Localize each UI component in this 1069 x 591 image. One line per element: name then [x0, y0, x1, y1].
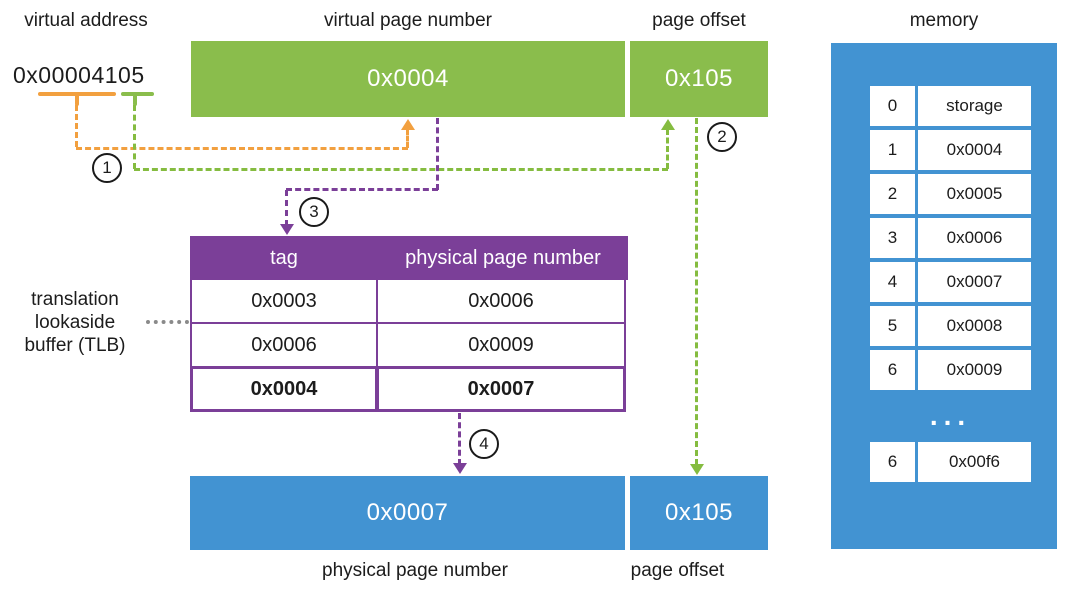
step-1-number: 1 — [102, 158, 112, 177]
page-offset-bottom-label: page offset — [630, 560, 725, 581]
arrow-down-icon — [453, 463, 467, 474]
memory-index-cell: 5 — [870, 306, 915, 346]
virtual-address-value: 0x00004105 — [13, 62, 145, 88]
tlb-tag-cell: 0x0006 — [190, 322, 378, 368]
memory-row: 4 0x0007 — [870, 262, 1031, 302]
memory-row: 2 0x0005 — [870, 174, 1031, 214]
memory-label: memory — [909, 10, 979, 31]
memory-index-cell: 1 — [870, 130, 915, 170]
tlb-header-ppn: physical page number — [405, 246, 601, 269]
memory-row: 5 0x0008 — [870, 306, 1031, 346]
tlb-row: 0x0006 0x0009 — [190, 322, 628, 368]
tlb-header-row: tag physical page number — [190, 236, 628, 280]
tlb-ppn-cell: 0x0007 — [376, 366, 626, 412]
page-offset-field-bottom: 0x105 — [630, 476, 768, 550]
purple-dashed-line — [458, 413, 461, 465]
memory-value-cell: 0x0004 — [918, 130, 1031, 170]
memory-index-cell: 6 — [870, 350, 915, 390]
orange-dashed-line — [75, 105, 78, 147]
physical-page-number-field: 0x0007 — [190, 476, 625, 550]
purple-dashed-line — [286, 188, 438, 191]
step-2-badge: 2 — [707, 122, 737, 152]
tlb-side-label: translation lookaside buffer (TLB) — [5, 288, 145, 357]
arrow-up-icon — [401, 119, 415, 130]
memory-row: 1 0x0004 — [870, 130, 1031, 170]
physical-page-number-label: physical page number — [322, 560, 508, 581]
page-offset-top-label: page offset — [652, 10, 746, 31]
memory-ellipsis: ... — [929, 400, 972, 431]
purple-dashed-line — [436, 118, 439, 190]
step-1-badge: 1 — [92, 153, 122, 183]
memory-value-cell: storage — [918, 86, 1031, 126]
memory-value-cell: 0x0005 — [918, 174, 1031, 214]
offset-underline — [121, 92, 154, 96]
tlb-table: tag physical page number 0x0003 0x0006 0… — [190, 236, 628, 412]
memory-row: 6 0x0009 — [870, 350, 1031, 390]
arrow-up-icon — [661, 119, 675, 130]
memory-value-cell: 0x00f6 — [918, 442, 1031, 482]
memory-value-cell: 0x0009 — [918, 350, 1031, 390]
virtual-page-number-value: 0x0004 — [367, 65, 449, 92]
memory-index-cell: 2 — [870, 174, 915, 214]
memory-rows: 0 storage 1 0x0004 2 0x0005 3 0x0006 4 0… — [870, 86, 1031, 486]
memory-index-cell: 4 — [870, 262, 915, 302]
memory-index-cell: 6 — [870, 442, 915, 482]
green-dashed-line — [133, 105, 136, 169]
dotted-connector-line — [146, 320, 189, 324]
page-offset-value-bottom: 0x105 — [665, 499, 733, 526]
orange-dashed-line — [406, 129, 409, 148]
offset-underline-tick — [133, 94, 137, 106]
tlb-row-matched: 0x0004 0x0007 — [190, 366, 628, 412]
green-dashed-line — [134, 168, 668, 171]
step-3-badge: 3 — [299, 197, 329, 227]
tlb-tag-cell: 0x0003 — [190, 278, 378, 324]
vpn-underline-tick — [75, 94, 79, 106]
memory-index-cell: 3 — [870, 218, 915, 258]
step-4-badge: 4 — [469, 429, 499, 459]
arrow-down-icon — [690, 464, 704, 475]
tlb-tag-cell: 0x0004 — [190, 366, 378, 412]
memory-value-cell: 0x0006 — [918, 218, 1031, 258]
virtual-address-label: virtual address — [24, 10, 148, 31]
tlb-side-label-line: lookaside — [34, 312, 116, 333]
purple-dashed-line — [285, 190, 288, 226]
tlb-side-label-line: translation — [31, 289, 119, 310]
virtual-page-number-field: 0x0004 — [191, 41, 625, 117]
tlb-ppn-cell: 0x0006 — [376, 278, 626, 324]
tlb-header-tag: tag — [270, 246, 298, 269]
tlb-row: 0x0003 0x0006 — [190, 278, 628, 324]
step-4-number: 4 — [479, 434, 489, 453]
orange-dashed-line — [76, 147, 408, 150]
page-offset-value-top: 0x105 — [665, 65, 733, 92]
green-dashed-line — [666, 129, 669, 169]
tlb-ppn-cell: 0x0009 — [376, 322, 626, 368]
tlb-side-label-line: buffer (TLB) — [24, 335, 126, 356]
arrow-down-icon — [280, 224, 294, 235]
memory-index-cell: 0 — [870, 86, 915, 126]
step-2-number: 2 — [717, 127, 727, 146]
memory-value-cell: 0x0008 — [918, 306, 1031, 346]
physical-page-number-value: 0x0007 — [366, 499, 449, 526]
memory-row: 6 0x00f6 — [870, 442, 1031, 482]
step-3-number: 3 — [309, 202, 319, 221]
memory-value-cell: 0x0007 — [918, 262, 1031, 302]
memory-box: 0 storage 1 0x0004 2 0x0005 3 0x0006 4 0… — [831, 43, 1057, 549]
green-dashed-line — [695, 118, 698, 465]
memory-row: 0 storage — [870, 86, 1031, 126]
page-offset-field-top: 0x105 — [630, 41, 768, 117]
virtual-page-number-label: virtual page number — [324, 10, 492, 31]
memory-row: 3 0x0006 — [870, 218, 1031, 258]
